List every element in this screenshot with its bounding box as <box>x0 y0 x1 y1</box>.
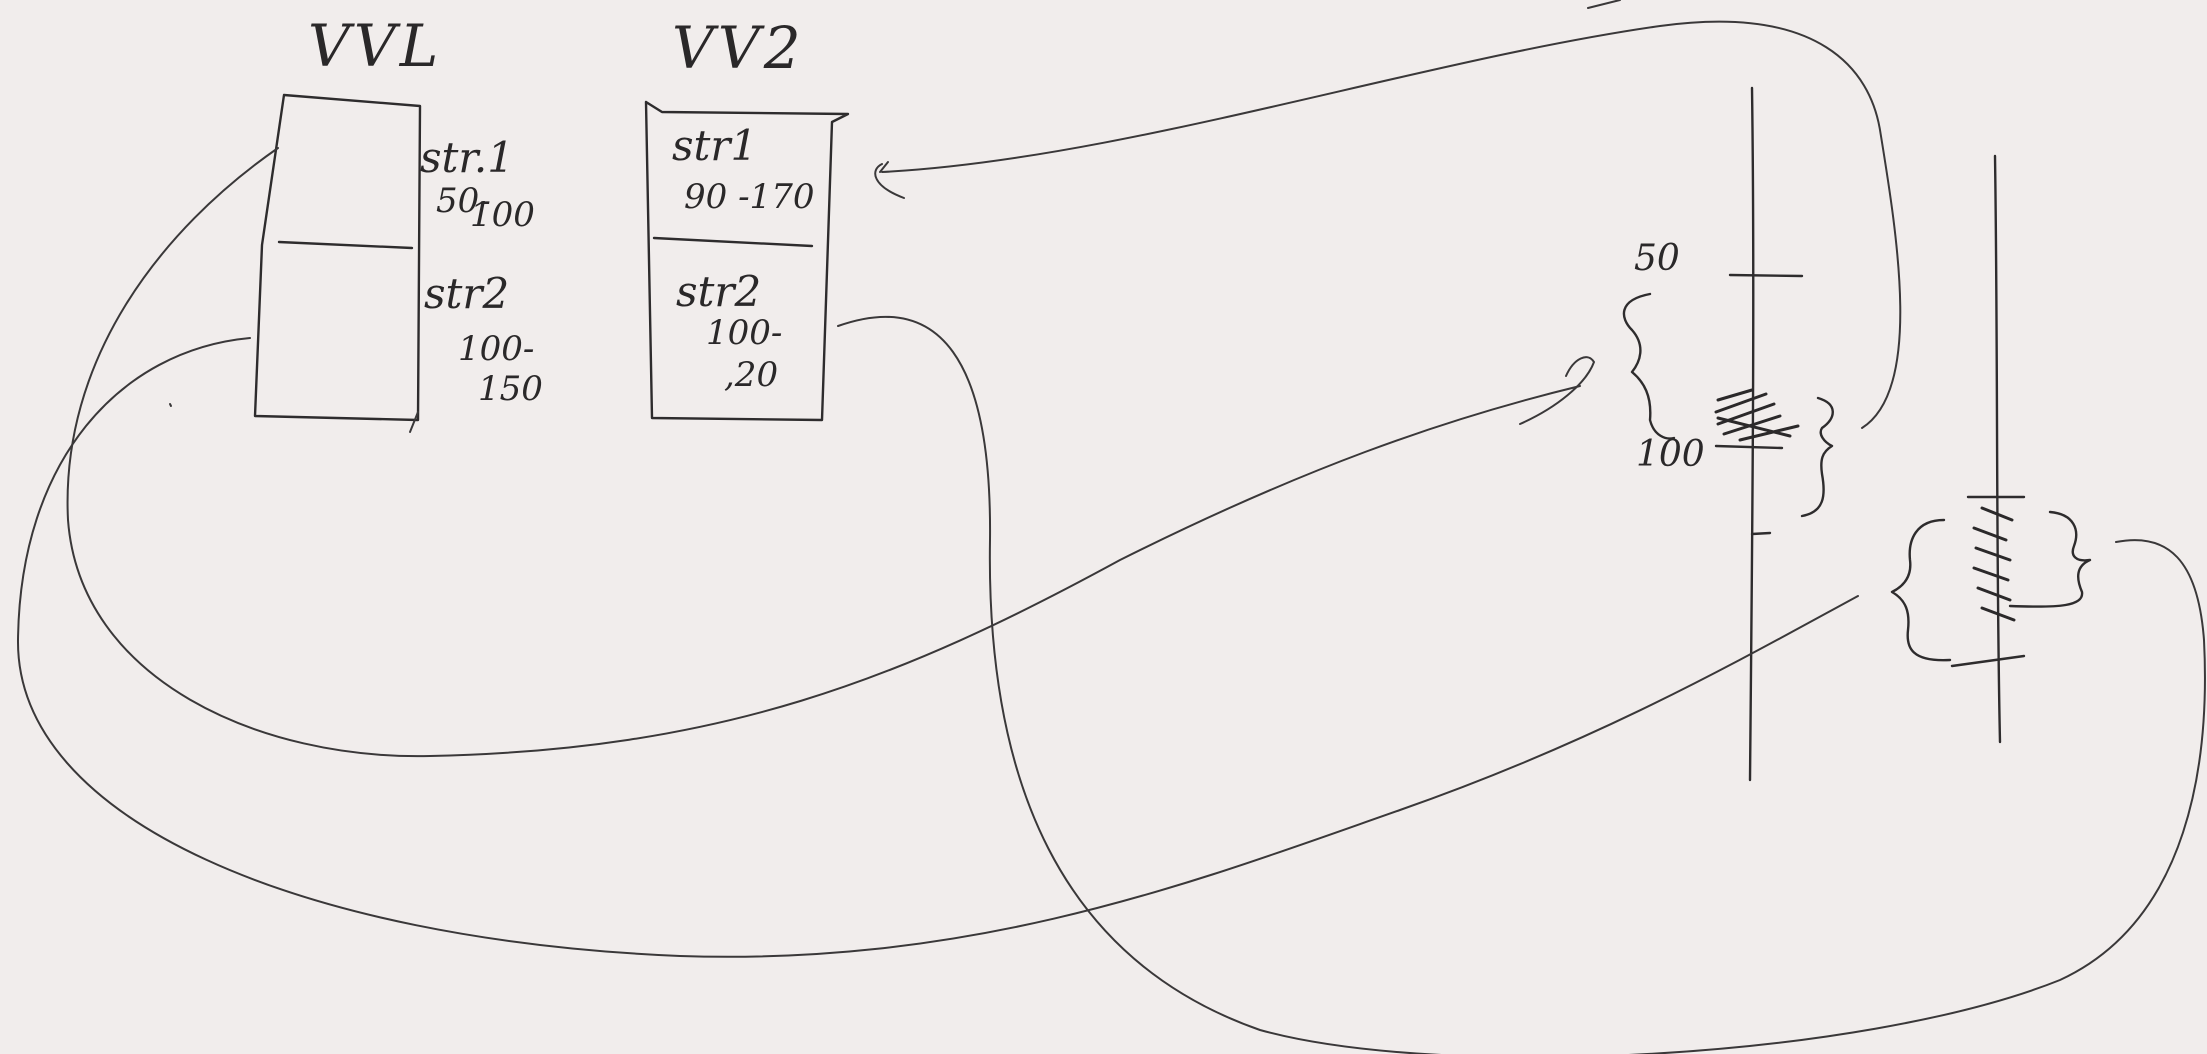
arrowhead-vv2-str1 <box>874 161 905 199</box>
curve-vv1-str2-to-right-axis <box>16 337 1859 958</box>
curve-vv1-str1-to-axis <box>66 147 1581 758</box>
vv1-box-tail <box>409 411 419 433</box>
vv2-group: VV2 str1 90 -170 str2 100- ,20 <box>644 14 850 422</box>
vv2-seg2-end: ,20 <box>724 355 778 395</box>
curve-vv2-str1-to-axis <box>881 20 1902 429</box>
arrowhead-axis-left <box>1519 356 1595 425</box>
vv1-seg1-end: 100 <box>470 195 535 235</box>
hatch-block-left <box>1714 388 1800 442</box>
brace-right-of-right-axis <box>2008 510 2092 608</box>
brace-right-of-hatch <box>1800 396 1834 518</box>
axis-right-group <box>1890 154 2092 744</box>
vv2-seg2-start: 100- <box>706 313 782 353</box>
vv1-box-divider <box>277 240 414 250</box>
brace-left-of-right-axis <box>1890 518 1952 662</box>
axis-right-tick-bottom <box>1950 654 2026 668</box>
curve-top-tail <box>1587 0 1621 9</box>
hatch-zigzag-right <box>1972 506 2016 622</box>
axis-tick-label-50: 50 <box>1634 238 1680 279</box>
vv2-box-divider <box>652 236 814 248</box>
vv1-seg1-name: str.1 <box>420 133 514 182</box>
axis-left-tick-lower <box>1750 531 1772 536</box>
vv2-seg2-name: str2 <box>676 267 761 316</box>
vv2-box-outline <box>644 100 850 422</box>
vv2-seg1-range: 90 -170 <box>684 177 814 217</box>
vv1-group: VVL str.1 50- 100 str2 100- 150 <box>253 12 543 433</box>
vv1-title: VVL <box>308 12 442 80</box>
axis-right-line <box>1993 154 2002 744</box>
connector-curves <box>16 0 2206 1054</box>
brace-50-100 <box>1622 292 1676 440</box>
vv1-box-outline <box>253 93 422 422</box>
vv1-seg1-start: 50- <box>436 181 491 221</box>
vv1-seg2-name: str2 <box>424 269 509 318</box>
vv2-title: VV2 <box>672 14 805 82</box>
axis-tick-label-100: 100 <box>1636 434 1705 475</box>
vv2-seg1-name: str1 <box>672 121 757 170</box>
vv1-seg2-end: 150 <box>478 369 543 409</box>
stray-mark <box>169 403 172 407</box>
axis-left-group: 50 100 <box>1622 86 1834 782</box>
vv1-seg2-start: 100- <box>458 329 534 369</box>
axis-left-tick-50 <box>1728 273 1804 278</box>
axis-left-tick-100 <box>1714 444 1784 450</box>
curve-vv2-str2-to-right-axis <box>837 315 2206 1054</box>
axis-left-line <box>1748 86 1755 782</box>
